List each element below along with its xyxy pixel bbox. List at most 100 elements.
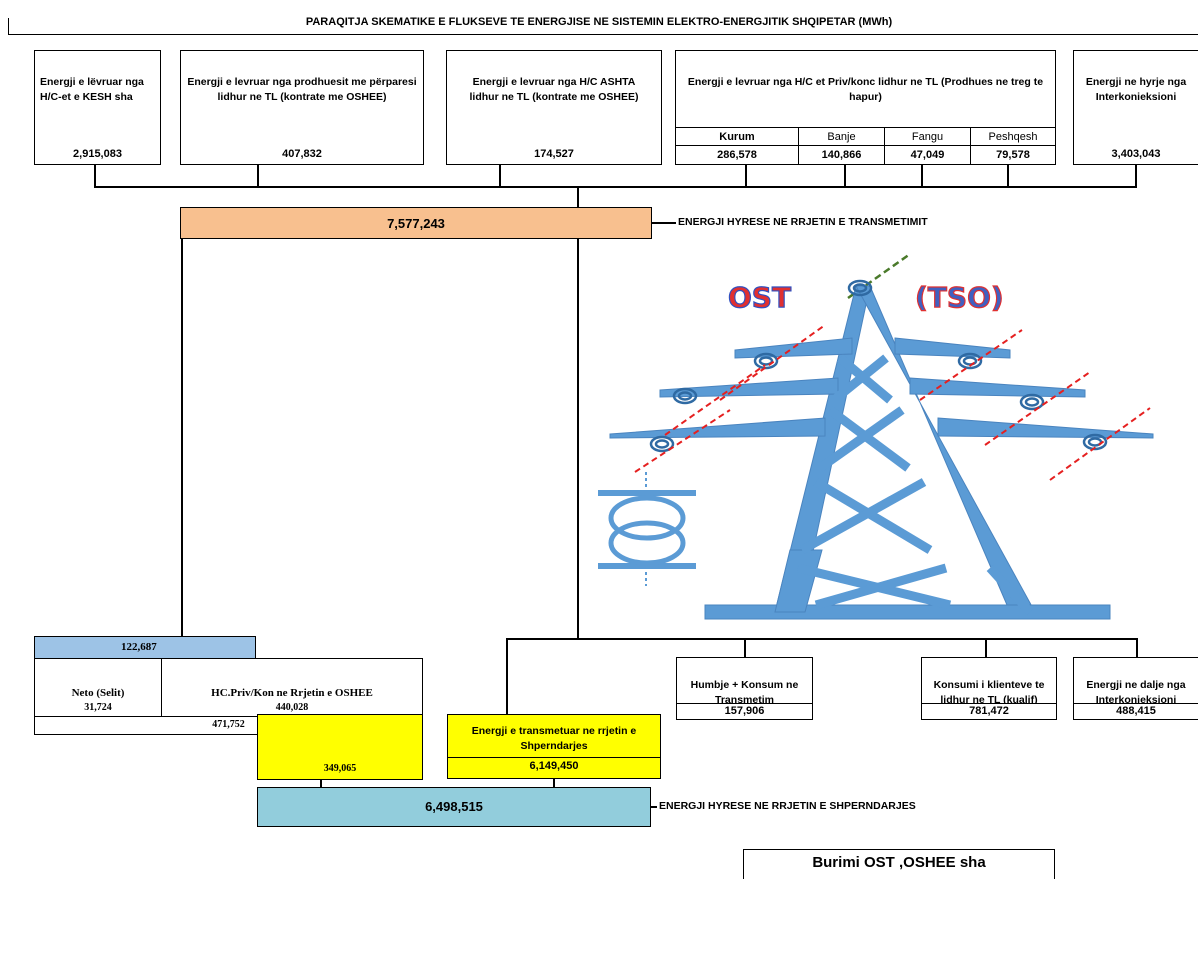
sub-name-peshqesh: Peshqesh [971, 127, 1055, 145]
cross-arm [937, 417, 1154, 439]
transformer-winding [608, 520, 686, 566]
connector [844, 165, 846, 187]
losses-value: 157,906 [724, 705, 765, 717]
conductor-line [664, 364, 766, 436]
lattice-brace [986, 564, 1034, 616]
interconnection-in-box: Energji ne hyrje nga Interkonieksioni 3,… [1073, 50, 1198, 165]
insulator-icon [847, 279, 873, 297]
lattice-brace [827, 406, 911, 472]
lattice-brace [817, 406, 905, 472]
qualified-customers-value-box: 781,472 [921, 703, 1057, 720]
distribution-in-value: 6,498,515 [425, 799, 483, 814]
lower-bus [506, 638, 1138, 640]
ashta-value: 174,527 [534, 148, 574, 160]
title-underline [8, 34, 1198, 35]
sub-value-peshqesh: 79,578 [971, 145, 1055, 164]
lattice-brace [799, 478, 927, 554]
connector [94, 165, 96, 187]
transmission-in-label: ENERGJI HYRESE NE RRJETIN E TRANSMETIMIT [678, 216, 928, 228]
transmission-tower-illustration: OST (TSO) [598, 252, 1154, 620]
interconnection-out-value-box: 488,415 [1073, 703, 1198, 720]
connector [577, 239, 579, 640]
cross-arm [609, 417, 826, 439]
connector [921, 165, 923, 187]
sub-name-banje: Banje [799, 127, 885, 145]
yellow-right-value: 6,149,450 [529, 760, 579, 772]
lattice-brace [814, 563, 948, 610]
divider-line [161, 659, 162, 716]
ashta-label: Energji e levruar nga H/C ASHTA lidhur n… [469, 76, 639, 103]
conductor-line [984, 371, 1091, 446]
insulator-icon [1019, 393, 1045, 411]
connector [553, 779, 555, 788]
kesh-value: 2,915,083 [73, 148, 122, 160]
lattice-brace [813, 478, 933, 554]
hc-oshee-label: HC.Priv/Kon ne Rrjetin e OSHEE [211, 687, 373, 699]
losses-value-box: 157,906 [676, 703, 813, 720]
cross-arm [909, 377, 1086, 398]
insulator-icon [1087, 437, 1103, 447]
insulator-icon [649, 435, 675, 453]
neto-label: Neto (Selit) [71, 687, 125, 699]
transmission-in-box: 7,577,243 [180, 207, 652, 239]
connector [257, 165, 259, 187]
insulator-icon [957, 352, 983, 370]
insulator-icon [672, 387, 698, 405]
kesh-box: Energji e lëvruar nga H/C-et e KESH sha … [34, 50, 161, 165]
oshee-sum-value: 471,752 [212, 719, 245, 730]
insulator-icon [654, 439, 670, 449]
connector [745, 165, 747, 187]
conductor-line [719, 324, 826, 401]
interconnection-out-value: 488,415 [1116, 705, 1156, 717]
qualified-customers-value: 781,472 [969, 705, 1009, 717]
connector [320, 780, 322, 788]
transmission-in-value: 7,577,243 [387, 216, 445, 231]
ost-text: OST [728, 281, 791, 314]
cross-arm [894, 337, 1011, 359]
transformer-winding [608, 495, 686, 541]
top-bus [94, 186, 1137, 188]
insulator-icon [1024, 397, 1040, 407]
yellow-left-value: 349,065 [323, 763, 357, 774]
connector [651, 806, 657, 808]
insulator-icon [758, 356, 774, 366]
priority-producers-value: 407,832 [282, 148, 322, 160]
hc-priv-top-box: 122,687 [34, 636, 256, 659]
sub-value-kurum: 286,578 [676, 145, 799, 164]
insulator-icon [1082, 433, 1108, 451]
neto-value: 31,724 [84, 702, 112, 713]
lattice-brace [831, 354, 889, 404]
connector [1135, 165, 1137, 187]
priority-producers-box: Energji e levruar nga prodhuesit me përp… [180, 50, 424, 165]
connector [985, 638, 987, 658]
connector [652, 222, 676, 224]
interconnection-in-label: Energji ne hyrje nga Interkonieksioni [1085, 76, 1187, 103]
page-title: PARAQITJA SKEMATIKE E FLUKSEVE TE ENERGJ… [305, 16, 893, 28]
priority-producers-label: Energji e levruar nga prodhuesit me përp… [187, 76, 417, 103]
private-hc-box: Energji e levruar nga H/C et Priv/konc l… [675, 50, 1056, 165]
connector [181, 239, 183, 636]
yellow-right-label: Energji e transmetuar ne rrjetin e Shper… [471, 725, 637, 752]
conductor-line [634, 409, 731, 473]
yellow-left-box: 349,065 [257, 714, 423, 780]
ashta-box: Energji e levruar nga H/C ASHTA lidhur n… [446, 50, 662, 165]
tso-text: (TSO) [915, 281, 1004, 314]
conductor-line [1049, 407, 1151, 481]
sub-value-fangu: 47,049 [885, 145, 971, 164]
connector [744, 638, 746, 658]
interconnection-in-value: 3,403,043 [1111, 148, 1161, 160]
source-text: Burimi OST ,OSHEE sha [812, 854, 986, 871]
oshee-network-box: Neto (Selit) HC.Priv/Kon ne Rrjetin e OS… [34, 658, 423, 717]
connector [1007, 165, 1009, 187]
distribution-in-box: 6,498,515 [257, 787, 651, 827]
insulator-icon [753, 352, 779, 370]
insulator-icon [852, 283, 868, 293]
divider-line [448, 757, 660, 758]
title-left-rule [8, 18, 9, 34]
hc-priv-top-value: 122,687 [121, 641, 157, 653]
source-box: Burimi OST ,OSHEE sha [743, 849, 1055, 879]
connector [506, 638, 508, 715]
sub-name-kurum: Kurum [676, 127, 799, 145]
connector [577, 186, 579, 208]
distribution-in-label: ENERGJI HYRESE NE RRJETIN E SHPERNDARJES [659, 800, 916, 812]
